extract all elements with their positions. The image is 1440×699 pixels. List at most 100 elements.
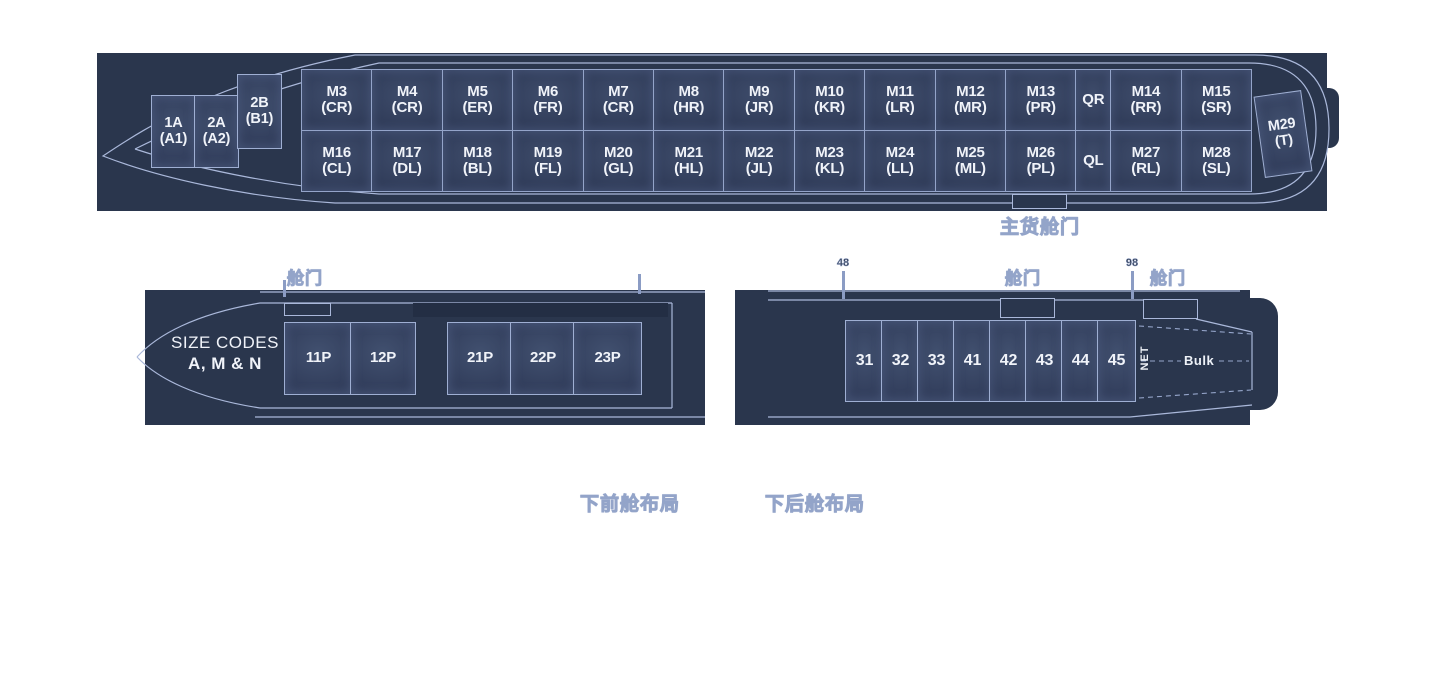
forward-hold-hull-outline xyxy=(136,291,705,418)
size-codes-line1: SIZE CODES xyxy=(171,333,279,352)
aft-hold-door-marker-fwd xyxy=(1000,298,1055,318)
size-codes-note: SIZE CODES A, M & N xyxy=(145,332,305,375)
position-id: M6 xyxy=(537,82,559,100)
position-id: M9 xyxy=(748,82,770,100)
position-id: M23 xyxy=(815,143,844,161)
position-id: M3 xyxy=(326,82,347,100)
position-1a: 1A (A1) xyxy=(151,95,196,168)
main-deck-diagram: 1A (A1) 2A (A2) 2B (B1) M3(CR) M4(CR) M5… xyxy=(97,53,1339,211)
position-code: (BL) xyxy=(462,160,493,177)
position-31: 31 xyxy=(845,320,884,402)
position-id: M28 xyxy=(1201,143,1231,161)
position-id: 44 xyxy=(1071,352,1090,370)
station-marker-right: 98 xyxy=(1125,257,1139,270)
position-id: M12 xyxy=(956,82,985,100)
forward-hold-caption: 下前舱布局 xyxy=(580,494,681,516)
position-id: 33 xyxy=(927,352,946,370)
door-position-tick xyxy=(283,280,286,297)
position-code: (KR) xyxy=(814,99,845,116)
position-code: (CR) xyxy=(321,99,353,116)
position-m5: M5(ER) xyxy=(442,70,513,130)
position-m7: M7(CR) xyxy=(583,70,654,130)
position-id: 42 xyxy=(999,352,1018,370)
position-m24: M24(LL) xyxy=(865,131,935,191)
position-m25: M25(ML) xyxy=(935,131,1006,191)
position-m18: M18(BL) xyxy=(442,131,513,191)
position-id: 21P xyxy=(466,349,494,367)
position-m17: M17(DL) xyxy=(372,131,442,191)
position-12p: 12P xyxy=(350,322,416,395)
position-id: M7 xyxy=(608,82,629,100)
position-code: (ER) xyxy=(462,99,493,116)
main-cargo-door-label: 主货舱门 xyxy=(1000,217,1081,239)
position-code: (LL) xyxy=(886,160,914,177)
position-id: 22P xyxy=(529,349,557,367)
position-code: (GL) xyxy=(603,160,634,177)
position-m3: M3(CR) xyxy=(302,70,372,130)
position-m9: M9(JR) xyxy=(724,70,794,130)
lower-aft-hold-diagram: 31 32 33 41 42 43 44 45 NET Bulk 48 98 舱… xyxy=(735,257,1278,425)
position-11p: 11P xyxy=(284,322,353,395)
position-id: M27 xyxy=(1131,143,1161,161)
position-code: (A2) xyxy=(202,130,231,147)
position-ql: QL xyxy=(1076,131,1111,191)
aft-hold-hull-outline xyxy=(768,290,1253,418)
position-23p: 23P xyxy=(573,322,642,395)
position-m4: M4(CR) xyxy=(372,70,442,130)
position-code: (JL) xyxy=(745,160,773,177)
position-id: M16 xyxy=(322,143,351,161)
position-42: 42 xyxy=(989,320,1028,402)
position-m23: M23(KL) xyxy=(794,131,865,191)
position-m21: M21(HL) xyxy=(654,131,724,191)
position-m20: M20(GL) xyxy=(583,131,654,191)
position-code: (LR) xyxy=(885,99,915,116)
position-45: 45 xyxy=(1097,320,1136,402)
position-code: (CR) xyxy=(602,99,634,116)
position-id: M20 xyxy=(604,143,633,161)
position-id: M13 xyxy=(1026,82,1056,100)
position-code: (KL) xyxy=(814,160,845,177)
position-id: M11 xyxy=(886,82,914,100)
position-32: 32 xyxy=(881,320,920,402)
forward-hold-door-label: 舱门 xyxy=(287,269,323,289)
position-m12: M12(MR) xyxy=(935,70,1006,130)
position-id: 32 xyxy=(891,352,910,370)
position-code: (DL) xyxy=(392,160,422,177)
position-m26: M26(PL) xyxy=(1006,131,1076,191)
position-id: 23P xyxy=(594,349,621,367)
position-id: QL xyxy=(1083,151,1104,169)
position-id: M19 xyxy=(533,143,563,161)
position-id: M24 xyxy=(885,143,915,161)
position-m22: M22(JL) xyxy=(724,131,794,191)
main-deck-position-grid: M3(CR) M4(CR) M5(ER) M6(FR) M7(CR) M8(HR… xyxy=(301,69,1252,192)
position-id: M17 xyxy=(392,143,422,161)
position-id: M15 xyxy=(1201,82,1231,100)
main-cargo-door-marker xyxy=(1012,194,1067,209)
door-area-strip xyxy=(413,303,668,317)
position-id: M14 xyxy=(1131,82,1161,100)
position-m14: M14(RR) xyxy=(1111,70,1181,130)
position-43: 43 xyxy=(1025,320,1064,402)
position-code: (T) xyxy=(1273,131,1294,151)
position-22p: 22P xyxy=(510,322,576,395)
position-m8: M8(HR) xyxy=(654,70,724,130)
position-code: (HR) xyxy=(673,99,705,116)
position-id: 41 xyxy=(963,352,982,370)
position-m6: M6(FR) xyxy=(513,70,583,130)
position-m27: M27(RL) xyxy=(1111,131,1181,191)
position-m11: M11(LR) xyxy=(865,70,935,130)
position-id: M8 xyxy=(678,82,700,100)
position-id: M25 xyxy=(956,143,985,161)
position-id: 1A xyxy=(164,114,183,131)
position-code: (CR) xyxy=(391,99,423,116)
position-code: (FR) xyxy=(533,99,563,116)
position-44: 44 xyxy=(1061,320,1100,402)
position-id: M5 xyxy=(467,82,488,100)
position-code: (A1) xyxy=(159,130,188,147)
position-id: M21 xyxy=(674,143,704,161)
aft-hold-door-label-fwd: 舱门 xyxy=(1005,269,1041,289)
position-41: 41 xyxy=(953,320,992,402)
position-m16: M16(CL) xyxy=(302,131,372,191)
bulk-label: Bulk xyxy=(1184,353,1215,368)
